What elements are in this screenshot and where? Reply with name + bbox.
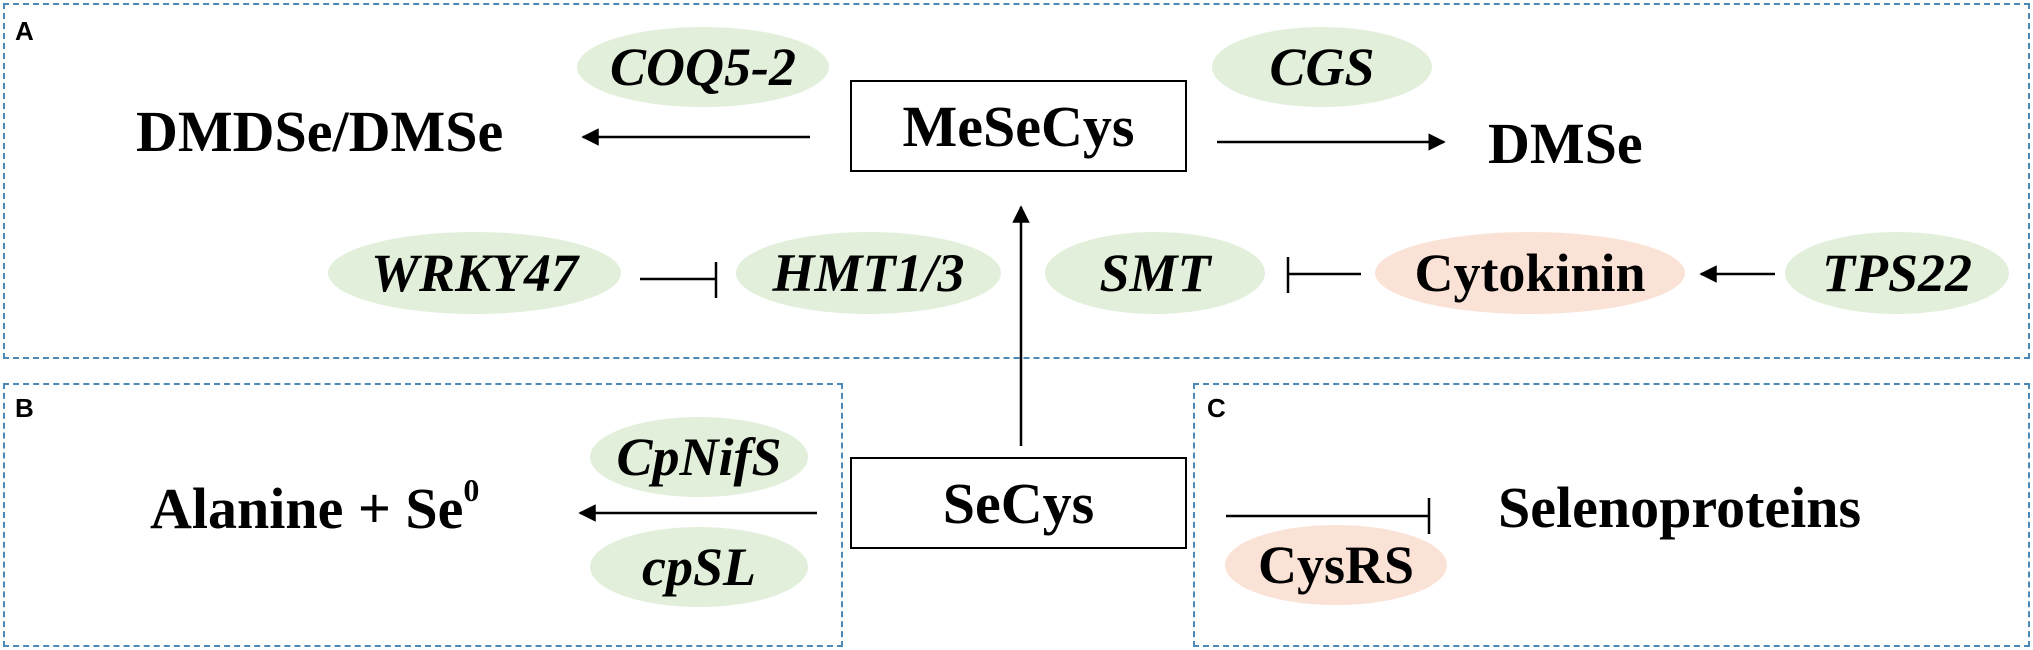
node-dmdse-dmse: DMDSe/DMSe [136,99,504,164]
panel-a-label: A [15,16,34,46]
gene-wrky47: WRKY47 [328,232,621,314]
panel-c-label: C [1207,393,1226,423]
panel-c [1193,383,2030,647]
gene-hmt1-3: HMT1/3 [736,232,1001,314]
panel-a [3,3,2030,359]
node-selenoproteins: Selenoproteins [1498,475,1862,540]
regulator-cytokinin: Cytokinin [1375,232,1685,314]
panel-b [3,383,843,647]
panel-b-label: B [15,393,34,423]
gene-coq5-2: COQ5-2 [577,27,829,107]
node-mesecys: MeSeCys [850,80,1187,172]
se-oxidation-superscript: 0 [463,472,480,508]
node-alanine-se0: Alanine + Se0 [150,474,479,538]
alanine-se-label: Alanine + Se [150,476,464,541]
regulator-cysrs: CysRS [1225,525,1447,605]
gene-cpnifs: CpNifS [590,417,808,497]
gene-smt: SMT [1045,232,1265,314]
node-dmse: DMSe [1488,111,1643,176]
gene-tps22: TPS22 [1785,232,2009,314]
gene-cgs: CGS [1212,27,1432,107]
node-secys: SeCys [850,457,1187,549]
gene-cpsl: cpSL [590,527,808,607]
